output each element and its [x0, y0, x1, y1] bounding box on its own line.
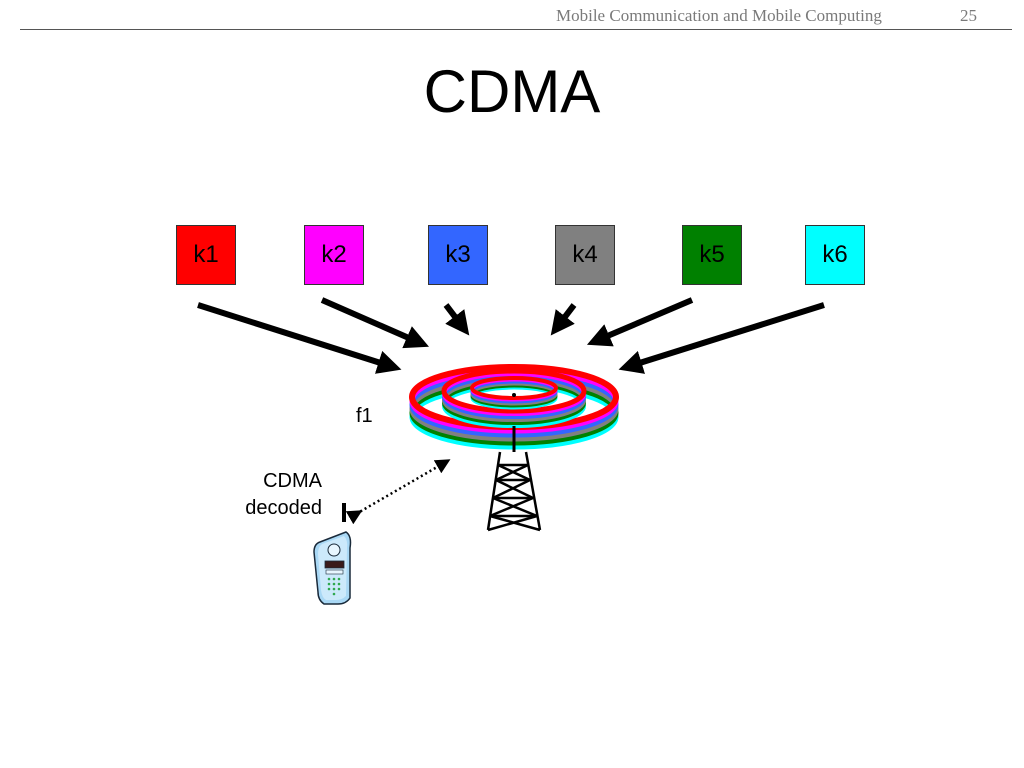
antenna-tower-icon — [486, 451, 542, 532]
decode-link-arrow — [345, 459, 451, 525]
receiver-label: CDMA decoded — [222, 468, 322, 522]
key-label: k3 — [445, 241, 471, 268]
key-label: k4 — [572, 241, 598, 268]
arrow-k4 — [550, 303, 577, 336]
arrow-k5 — [586, 297, 694, 347]
key-label: k5 — [699, 241, 725, 268]
signal-rings-icon — [409, 364, 619, 452]
page-number: 25 — [960, 6, 977, 25]
key-label: k1 — [193, 241, 219, 268]
key-box-k6: k6 — [805, 225, 865, 285]
key-box-k1: k1 — [176, 225, 236, 285]
key-box-k4: k4 — [555, 225, 615, 285]
arrow-k6 — [618, 302, 825, 374]
key-label: k2 — [321, 241, 347, 268]
arrow-k2 — [320, 297, 429, 349]
frequency-label: f1 — [356, 405, 373, 427]
key-box-k5: k5 — [682, 225, 742, 285]
key-label: k6 — [822, 241, 848, 268]
mobile-phone-icon — [313, 503, 352, 605]
receiver-label-line2: decoded — [245, 497, 322, 519]
receiver-label-line1: CDMA — [263, 470, 322, 492]
key-box-k3: k3 — [428, 225, 488, 285]
arrow-k3 — [443, 303, 470, 336]
slide-title: CDMA — [423, 58, 601, 125]
key-box-k2: k2 — [304, 225, 364, 285]
course-title: Mobile Communication and Mobile Computin… — [556, 6, 882, 25]
arrow-k1 — [197, 302, 402, 374]
header-divider — [20, 29, 1012, 30]
